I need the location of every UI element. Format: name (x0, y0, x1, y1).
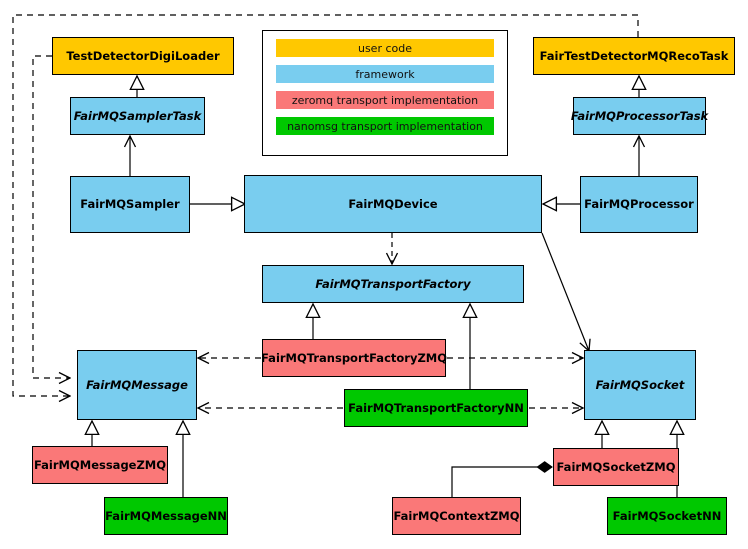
edge-digiloader-to-message (32, 55, 70, 378)
edge-device-to-socket (541, 232, 589, 351)
node-fairmqprocessor[interactable]: FairMQProcessor (580, 176, 698, 233)
node-fairmqtransportfactory[interactable]: FairMQTransportFactory (262, 265, 524, 303)
legend-box: user code framework zeromq transport imp… (262, 30, 508, 156)
node-fairmqsamplertask[interactable]: FairMQSamplerTask (70, 97, 205, 135)
edge-recotask-to-message (12, 14, 639, 396)
node-fairtestdetectormqrecotask[interactable]: FairTestDetectorMQRecoTask (533, 37, 735, 75)
node-fairmqmessagezmq[interactable]: FairMQMessageZMQ (32, 446, 168, 484)
legend-item-nanomsg: nanomsg transport implementation (276, 117, 494, 135)
node-fairmqtransportfactorynn[interactable]: FairMQTransportFactoryNN (344, 389, 528, 427)
node-fairmqsocketnn[interactable]: FairMQSocketNN (607, 497, 727, 535)
node-fairmqcontextzmq[interactable]: FairMQContextZMQ (392, 497, 521, 535)
node-fairmqtransportfactoryzmq[interactable]: FairMQTransportFactoryZMQ (261, 339, 447, 377)
node-fairmqmessagenn[interactable]: FairMQMessageNN (104, 497, 228, 535)
node-fairmqsocketzmq[interactable]: FairMQSocketZMQ (553, 448, 679, 486)
edge-contextzmq-composed-in-socketzmq (451, 461, 553, 497)
legend-item-user-code: user code (276, 39, 494, 57)
node-fairmqsampler[interactable]: FairMQSampler (70, 176, 190, 233)
node-fairmqsocket[interactable]: FairMQSocket (584, 350, 696, 420)
legend-item-framework: framework (276, 65, 494, 83)
node-fairmqmessage[interactable]: FairMQMessage (77, 350, 197, 420)
legend-item-zeromq: zeromq transport implementation (276, 91, 494, 109)
node-testdetectordigiloader[interactable]: TestDetectorDigiLoader (52, 37, 234, 75)
node-fairmqdevice[interactable]: FairMQDevice (244, 175, 542, 233)
node-fairmqprocessortask[interactable]: FairMQProcessorTask (571, 97, 708, 135)
